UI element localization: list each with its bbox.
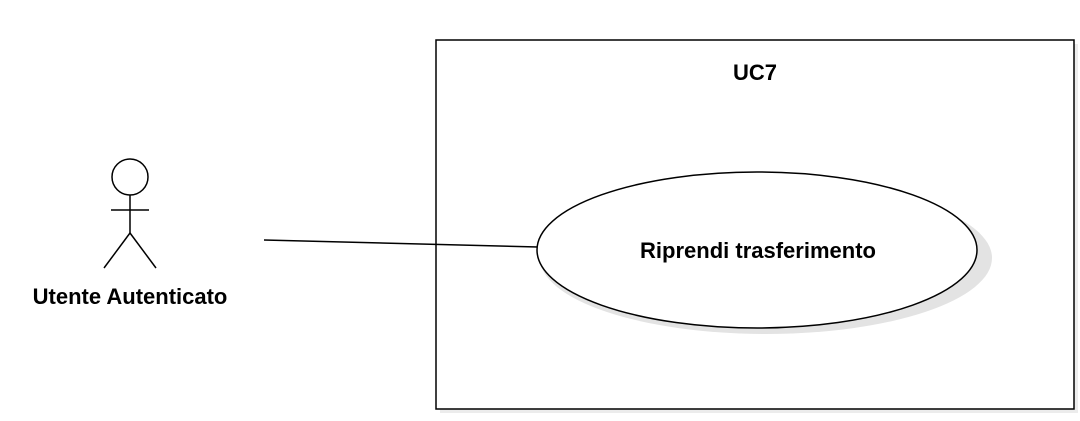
system-boundary-title: UC7 — [732, 60, 777, 85]
association-line[interactable] — [263, 239, 539, 248]
actor-head — [111, 158, 149, 196]
actor-left-leg — [103, 232, 131, 269]
use-case-ellipse[interactable] — [536, 171, 978, 329]
use-case-label: Riprendi trasferimento — [640, 238, 876, 263]
actor-right-leg — [129, 232, 157, 269]
actor-figure[interactable] — [103, 158, 157, 269]
actor-label: Utente Autenticato — [32, 284, 228, 309]
